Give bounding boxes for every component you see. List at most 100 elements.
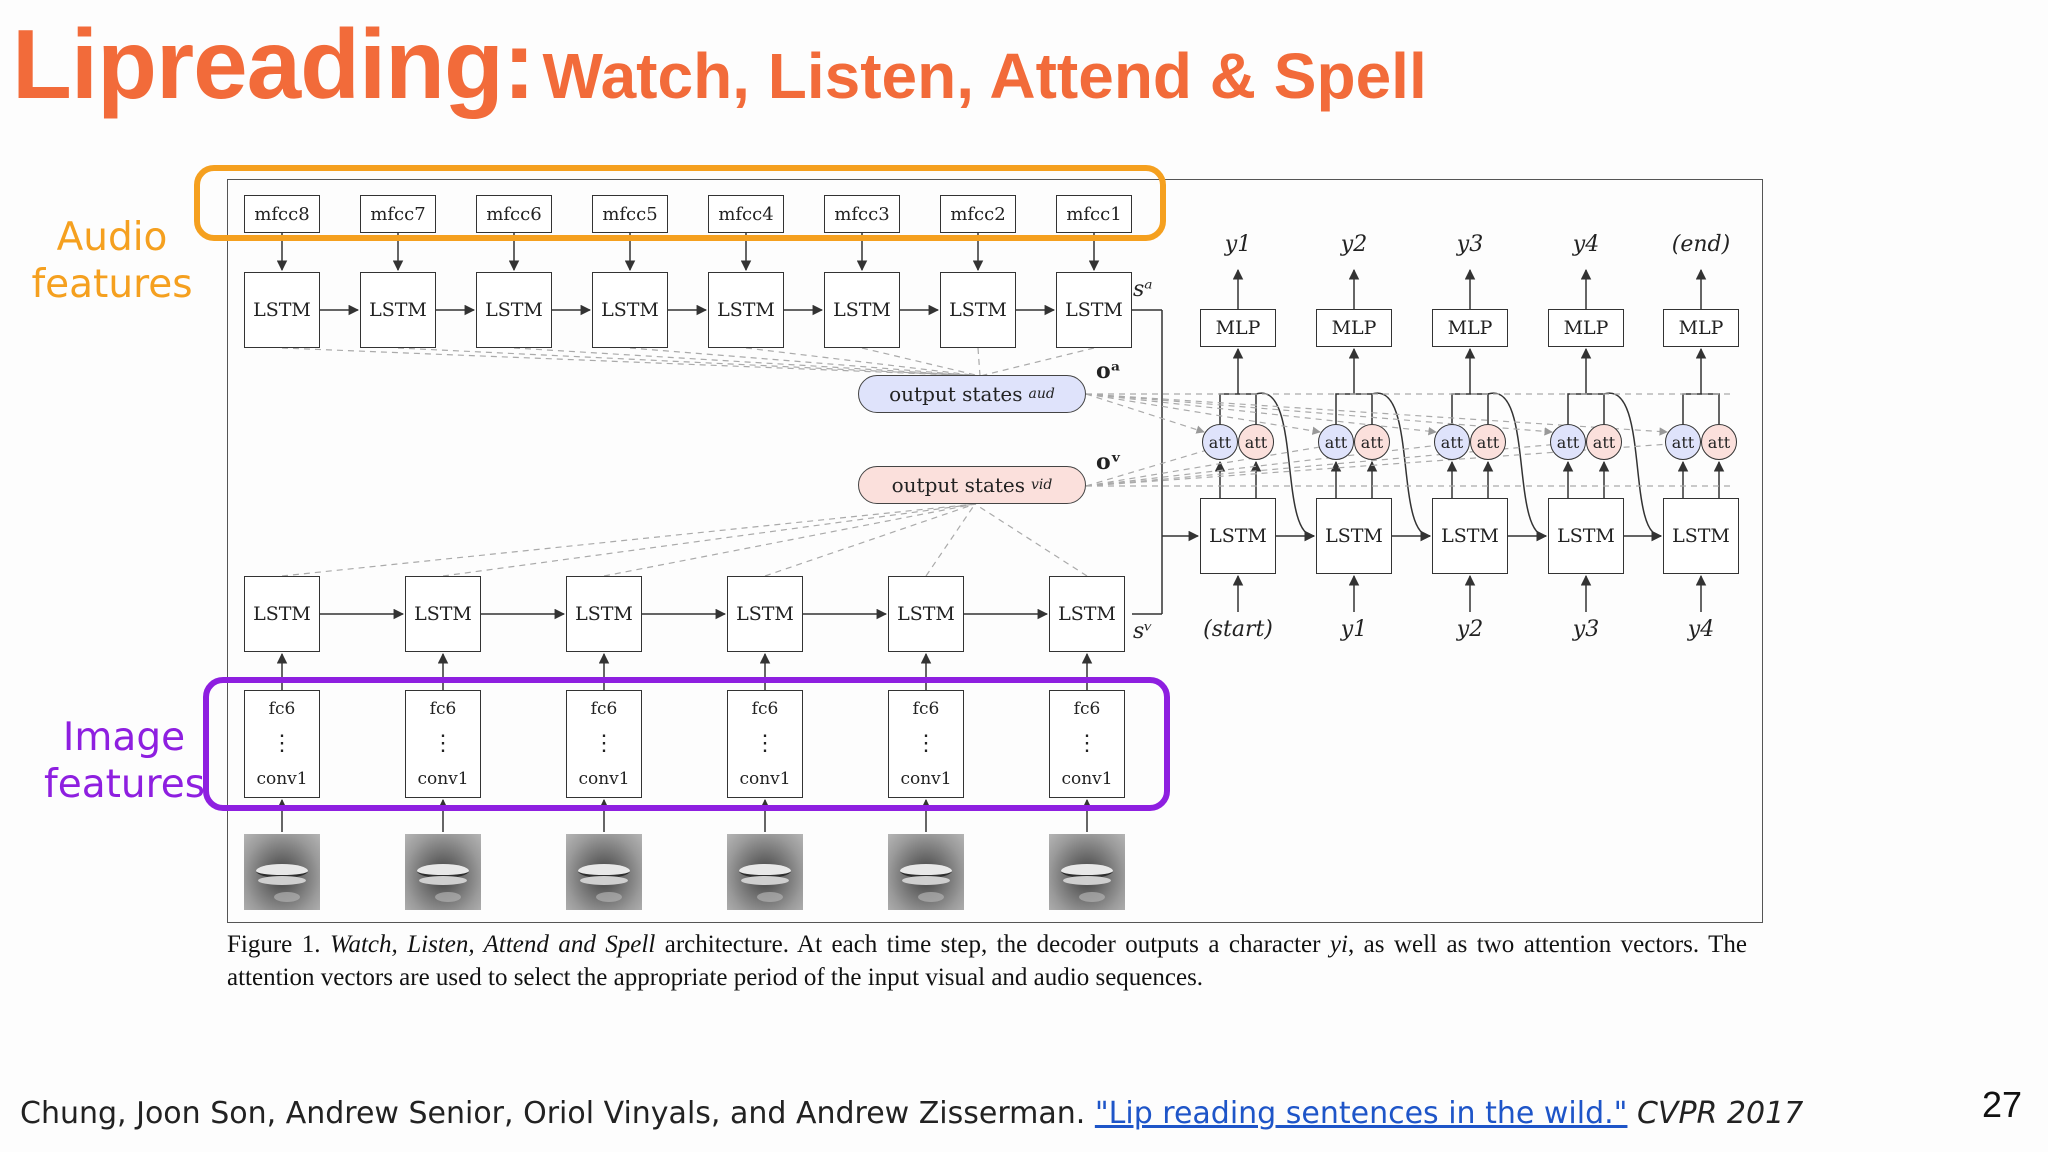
cnn-conv1-label: conv1	[256, 769, 308, 789]
decoder-mlp-5: MLP	[1663, 309, 1739, 347]
audio-lstm-2: LSTM	[360, 272, 436, 348]
audio-attention-node: att	[1202, 424, 1238, 460]
output-states-audio-label: output states	[889, 382, 1023, 406]
image-features-label-line2: features	[44, 762, 206, 807]
audio-lstm-6: LSTM	[824, 272, 900, 348]
mouth-chin	[757, 892, 783, 902]
video-attention-node: att	[1354, 424, 1390, 460]
video-lstm-4: LSTM	[727, 576, 803, 652]
mouth-frame-image	[244, 834, 320, 910]
slide-title: Lipreading:Watch, Listen, Attend & Spell	[12, 8, 1427, 121]
mouth-frame-image	[1049, 834, 1125, 910]
decoder-lstm-5: LSTM	[1663, 498, 1739, 574]
mfcc-box-2: mfcc7	[360, 195, 436, 233]
cnn-fc6-label: fc6	[268, 699, 296, 719]
audio-attention-node: att	[1665, 424, 1701, 460]
mouth-chin	[435, 892, 461, 902]
video-lstm-6: LSTM	[1049, 576, 1125, 652]
figure-caption: Figure 1. Watch, Listen, Attend and Spel…	[227, 928, 1747, 994]
audio-lstm-4: LSTM	[592, 272, 668, 348]
mouth-lower-lip	[419, 876, 467, 885]
audio-lstm-7: LSTM	[940, 272, 1016, 348]
decoder-output-4: y4	[1572, 232, 1600, 257]
cnn-fc6-label: fc6	[1073, 699, 1101, 719]
video-lstm-5: LSTM	[888, 576, 964, 652]
cnn-conv1-label: conv1	[578, 769, 630, 789]
audio-features-label: Audio features	[28, 214, 196, 308]
decoder-lstm-3: LSTM	[1432, 498, 1508, 574]
mouth-lower-lip	[580, 876, 628, 885]
cnn-conv1-label: conv1	[1061, 769, 1113, 789]
cnn-stack-6: fc6⋮conv1	[1049, 690, 1125, 798]
video-lstm-1: LSTM	[244, 576, 320, 652]
mfcc-box-5: mfcc4	[708, 195, 784, 233]
video-attention-node: att	[1470, 424, 1506, 460]
caption-text-1: architecture. At each time step, the dec…	[655, 931, 1330, 958]
decoder-input-1: (start)	[1203, 617, 1273, 642]
decoder-output-2: y2	[1340, 232, 1368, 257]
mouth-lower-lip	[741, 876, 789, 885]
cnn-stack-3: fc6⋮conv1	[566, 690, 642, 798]
mfcc-box-6: mfcc3	[824, 195, 900, 233]
citation-link[interactable]: "Lip reading sentences in the wild."	[1094, 1096, 1628, 1131]
image-features-label: Image features	[44, 714, 206, 808]
decoder-input-3: y2	[1456, 617, 1484, 642]
image-features-highlight	[203, 677, 1170, 811]
video-attention-node: att	[1701, 424, 1737, 460]
sa-label: sᵃ	[1133, 277, 1153, 302]
caption-text-2: , as well as two attention vectors. The …	[227, 931, 1747, 991]
decoder-output-5: (end)	[1671, 232, 1731, 257]
citation-authors: Chung, Joon Son, Andrew Senior, Oriol Vi…	[20, 1096, 1095, 1131]
decoder-input-2: y1	[1340, 617, 1368, 642]
mouth-frame-image	[888, 834, 964, 910]
output-states-video-sub: vid	[1031, 477, 1053, 493]
mfcc-box-8: mfcc1	[1056, 195, 1132, 233]
mfcc-box-4: mfcc5	[592, 195, 668, 233]
decoder-output-3: y3	[1456, 232, 1484, 257]
mouth-chin	[274, 892, 300, 902]
audio-features-highlight	[194, 165, 1166, 241]
mouth-lower-lip	[902, 876, 950, 885]
mfcc-box-7: mfcc2	[940, 195, 1016, 233]
audio-features-label-line2: features	[31, 262, 193, 307]
mouth-lower-lip	[258, 876, 306, 885]
image-features-label-line1: Image	[62, 715, 186, 760]
cnn-fc6-label: fc6	[429, 699, 457, 719]
audio-lstm-8: LSTM	[1056, 272, 1132, 348]
audio-lstm-1: LSTM	[244, 272, 320, 348]
decoder-mlp-2: MLP	[1316, 309, 1392, 347]
caption-title: Watch, Listen, Attend and Spell	[329, 931, 656, 958]
sv-label: sᵛ	[1133, 619, 1153, 644]
output-states-audio-sub: aud	[1028, 386, 1055, 402]
cnn-stack-1: fc6⋮conv1	[244, 690, 320, 798]
mouth-chin	[596, 892, 622, 902]
mouth-frame-image	[566, 834, 642, 910]
cnn-fc6-label: fc6	[590, 699, 618, 719]
caption-figure-no: Figure 1.	[227, 931, 321, 958]
cnn-conv1-label: conv1	[417, 769, 469, 789]
caption-symbol: yi	[1329, 931, 1348, 958]
video-attention-node: att	[1586, 424, 1622, 460]
mouth-frame-image	[405, 834, 481, 910]
citation: Chung, Joon Son, Andrew Senior, Oriol Vi…	[20, 1096, 1803, 1131]
decoder-mlp-4: MLP	[1548, 309, 1624, 347]
decoder-input-5: y4	[1687, 617, 1715, 642]
mfcc-box-1: mfcc8	[244, 195, 320, 233]
video-attention-node: att	[1238, 424, 1274, 460]
decoder-output-1: y1	[1224, 232, 1252, 257]
decoder-input-4: y3	[1572, 617, 1600, 642]
mouth-chin	[1079, 892, 1105, 902]
mfcc-box-3: mfcc6	[476, 195, 552, 233]
audio-attention-node: att	[1318, 424, 1354, 460]
video-lstm-3: LSTM	[566, 576, 642, 652]
title-subtitle: Watch, Listen, Attend & Spell	[542, 40, 1427, 112]
cnn-fc6-label: fc6	[912, 699, 940, 719]
mouth-lower-lip	[1063, 876, 1111, 885]
output-states-audio: output states aud	[858, 375, 1086, 413]
audio-attention-node: att	[1550, 424, 1586, 460]
ov-label: oᵛ	[1096, 449, 1122, 475]
cnn-fc6-label: fc6	[751, 699, 779, 719]
oa-label: oᵃ	[1096, 358, 1121, 384]
decoder-lstm-1: LSTM	[1200, 498, 1276, 574]
